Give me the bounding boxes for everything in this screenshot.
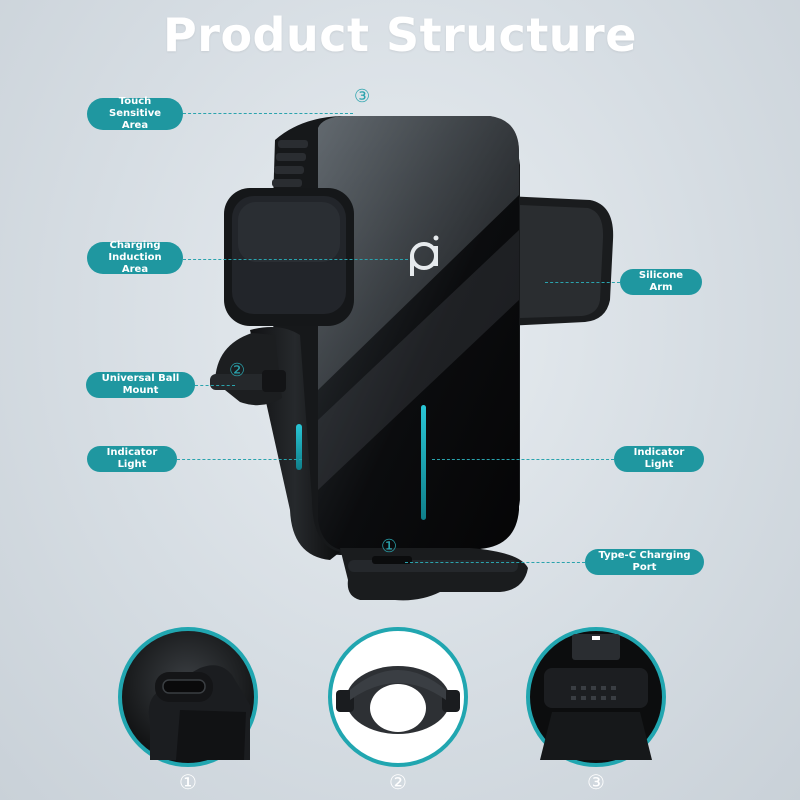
indicator-light-side xyxy=(296,424,302,470)
indicator-light-center xyxy=(421,405,426,520)
callout-charging-induction: Charging Induction Area xyxy=(87,240,183,275)
marker-1: ① xyxy=(381,536,398,557)
leader-charging xyxy=(183,259,408,260)
bottom-support xyxy=(340,548,528,601)
qi-logo xyxy=(410,235,439,276)
leader-indicator-left xyxy=(177,459,302,460)
detail-label-2: ② xyxy=(389,770,407,794)
callout-type-c: Type-C Charging Port xyxy=(585,549,704,575)
ball-mount xyxy=(210,333,286,406)
detail-label-1: ① xyxy=(179,770,197,794)
callout-indicator-right: Indicator Light xyxy=(614,446,704,472)
left-grip-ridges xyxy=(272,140,308,187)
marker-2: ② xyxy=(229,360,246,381)
leader-touch xyxy=(183,113,353,114)
leader-typec xyxy=(405,562,585,563)
callout-indicator-left: Indicator Light xyxy=(87,446,177,472)
leader-silicone xyxy=(545,282,620,283)
detail-label-3: ③ xyxy=(587,770,605,794)
leader-ball xyxy=(195,385,235,386)
page-title: Product Structure xyxy=(163,8,637,62)
left-grip-pad xyxy=(224,188,354,326)
leader-indicator-right xyxy=(432,459,614,460)
detail-circle-1 xyxy=(118,627,258,767)
callout-silicone-arm: Silicone Arm xyxy=(620,269,702,295)
detail-circle-2 xyxy=(328,627,468,767)
detail-circle-3 xyxy=(526,627,666,767)
marker-3: ③ xyxy=(354,86,371,107)
callout-ball-mount: Universal Ball Mount xyxy=(86,372,195,398)
silicone-arm-right xyxy=(505,196,614,326)
callout-touch-sensitive: Touch Sensitive Area xyxy=(87,96,183,131)
